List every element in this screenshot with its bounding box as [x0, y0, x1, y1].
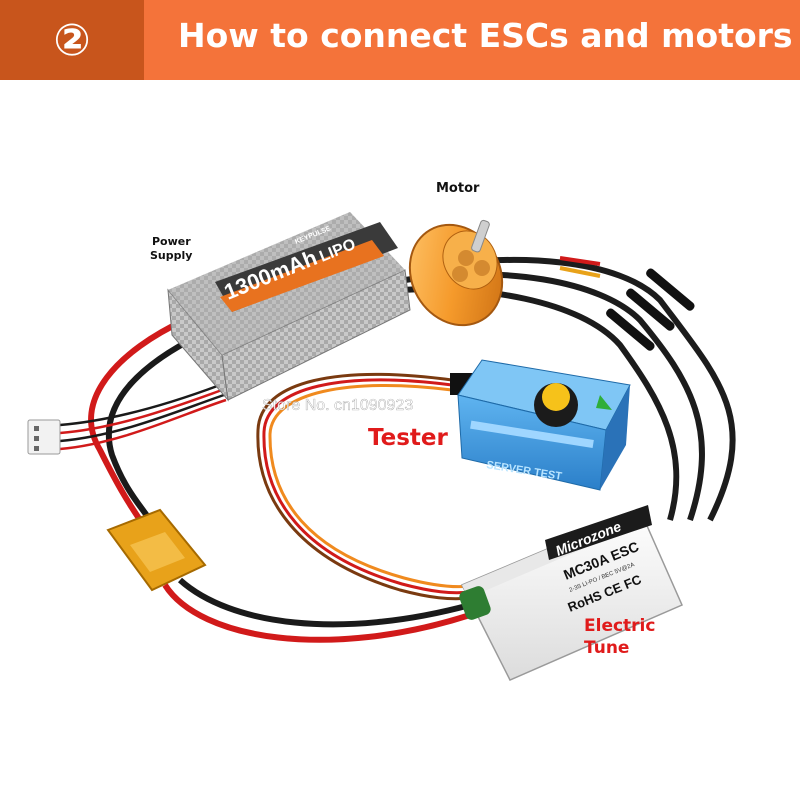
brushless-motor — [408, 219, 504, 327]
page-title: How to connect ESCs and motors — [178, 16, 793, 55]
esc-power-wires — [162, 577, 471, 643]
tester-label: Tester — [368, 425, 448, 451]
header-bar: ② How to connect ESCs and motors — [0, 0, 800, 80]
step-badge: ② — [0, 0, 144, 80]
motor-shaft — [471, 219, 490, 253]
lipo-battery: 1300mAh LIPO KEYPULSE — [167, 212, 411, 402]
store-watermark: Store No. cn1090923 — [262, 397, 413, 414]
balance-connector — [27, 419, 61, 455]
step-number: ② — [53, 14, 91, 66]
product-photo: 1300mAh LIPO KEYPULSE SERVER TEST Microz… — [27, 212, 736, 681]
electric-tune-label-line2: Tune — [584, 638, 630, 658]
esc-module: Microzone MC30A ESC 2-3S LI-PO / BEC 5V@… — [459, 505, 683, 681]
motor-lead-stripes — [559, 256, 601, 278]
heat-shrink — [606, 268, 695, 351]
electric-tune-label-line1: Electric — [584, 616, 656, 636]
balance-lead — [59, 383, 227, 451]
servo-tester: SERVER TEST — [457, 359, 631, 491]
power-supply-label-line2: Supply — [150, 249, 193, 262]
power-supply-label-line1: Power — [152, 235, 191, 248]
xt60-connector — [106, 508, 207, 592]
motor-label: Motor — [436, 181, 480, 196]
battery-power-wires — [88, 317, 203, 523]
servo-lead — [256, 372, 471, 601]
